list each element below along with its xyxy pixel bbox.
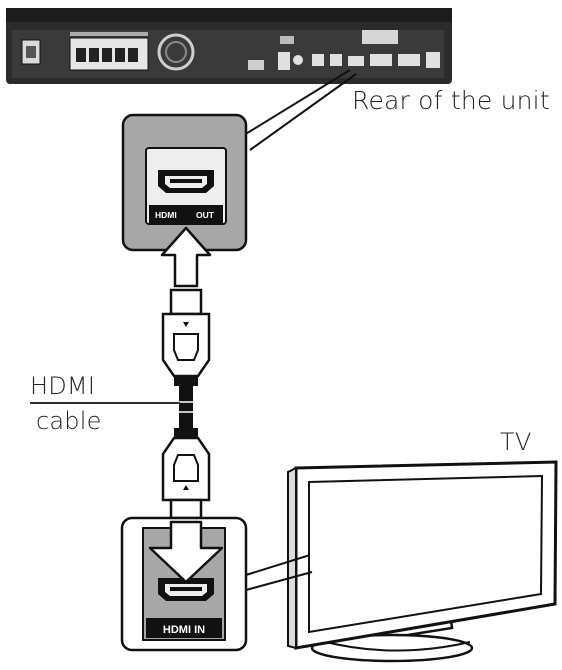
- down-arrow-icon: [148, 520, 224, 584]
- tv-callout-lines: [245, 554, 313, 591]
- rear-of-unit-label: Rear of the unit: [352, 86, 550, 115]
- speaker-terminals: [69, 32, 149, 71]
- television: [287, 460, 558, 663]
- rear-connectors: [248, 30, 440, 70]
- hdmi-out-port-icon: [158, 170, 214, 193]
- hdmi-out-label-left: HDMI: [155, 210, 177, 220]
- hdmi-plug-lower: [161, 436, 211, 520]
- hdmi-cable: [161, 288, 211, 520]
- hdmi-out-label-right: OUT: [196, 210, 215, 220]
- up-arrow-icon: [160, 226, 212, 288]
- callout-lines: [243, 69, 357, 151]
- blu-ray-player-rear: [6, 8, 452, 84]
- hdmi-plug-upper: [161, 288, 211, 378]
- hdmi-out-panel: [121, 113, 248, 252]
- power-inlet-icon: [21, 39, 41, 65]
- hdmi-in-label: HDMI IN: [163, 624, 205, 636]
- tv-label: TV: [500, 428, 532, 456]
- hdmi-cable-label-line2: cable: [36, 407, 102, 435]
- cooling-fan-icon: [157, 33, 195, 71]
- hdmi-in-port-icon: [158, 578, 214, 601]
- hdmi-cable-label-line1: HDMI: [30, 372, 96, 400]
